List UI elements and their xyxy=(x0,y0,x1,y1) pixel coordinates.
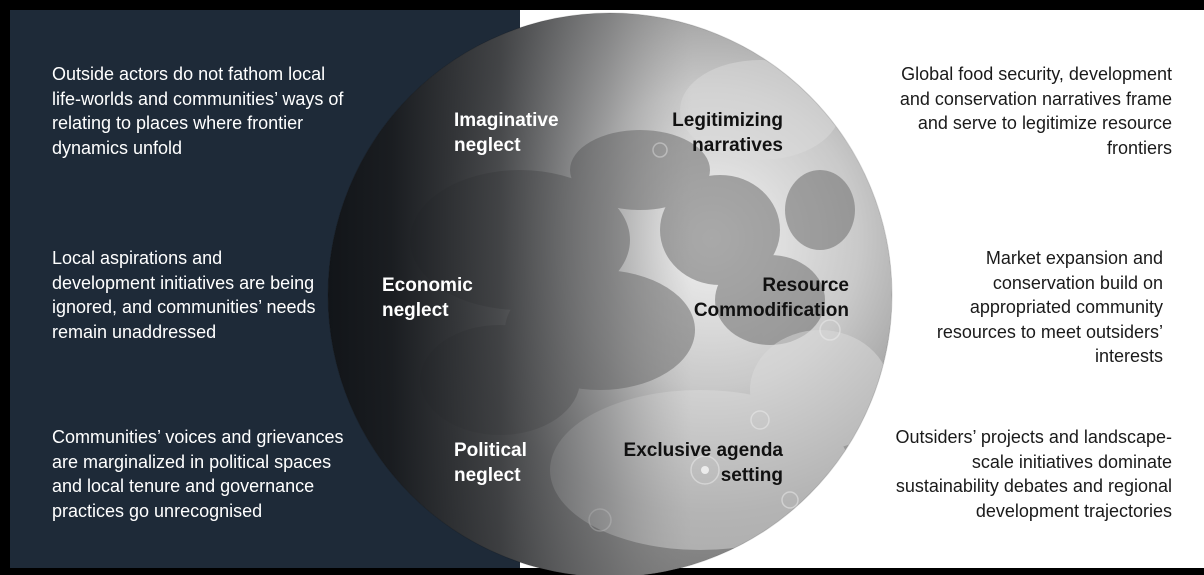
economic-neglect-description: Local aspirations and development initia… xyxy=(52,248,316,342)
resource-commodification-description: Market expansion and conservation build … xyxy=(936,248,1163,366)
legitimizing-narratives-label: Legitimizing narratives xyxy=(672,110,783,156)
imaginative-neglect-description: Outside actors do not fathom local life-… xyxy=(52,64,344,158)
resource-commodification-label: Resource Commodification xyxy=(693,275,849,321)
economic-neglect-label: Economic neglect xyxy=(382,275,473,321)
political-neglect-label: Political neglect xyxy=(454,440,527,486)
exclusive-agenda-setting-label: Exclusive agenda setting xyxy=(623,440,783,486)
political-neglect-description: Communities’ voices and grievances are m… xyxy=(52,427,344,521)
exclusive-agenda-setting-description: Outsiders’ projects and landscape-scale … xyxy=(895,427,1172,521)
imaginative-neglect-label: Imaginative neglect xyxy=(454,110,559,156)
legitimizing-narratives-description: Global food security, development and co… xyxy=(899,64,1172,158)
